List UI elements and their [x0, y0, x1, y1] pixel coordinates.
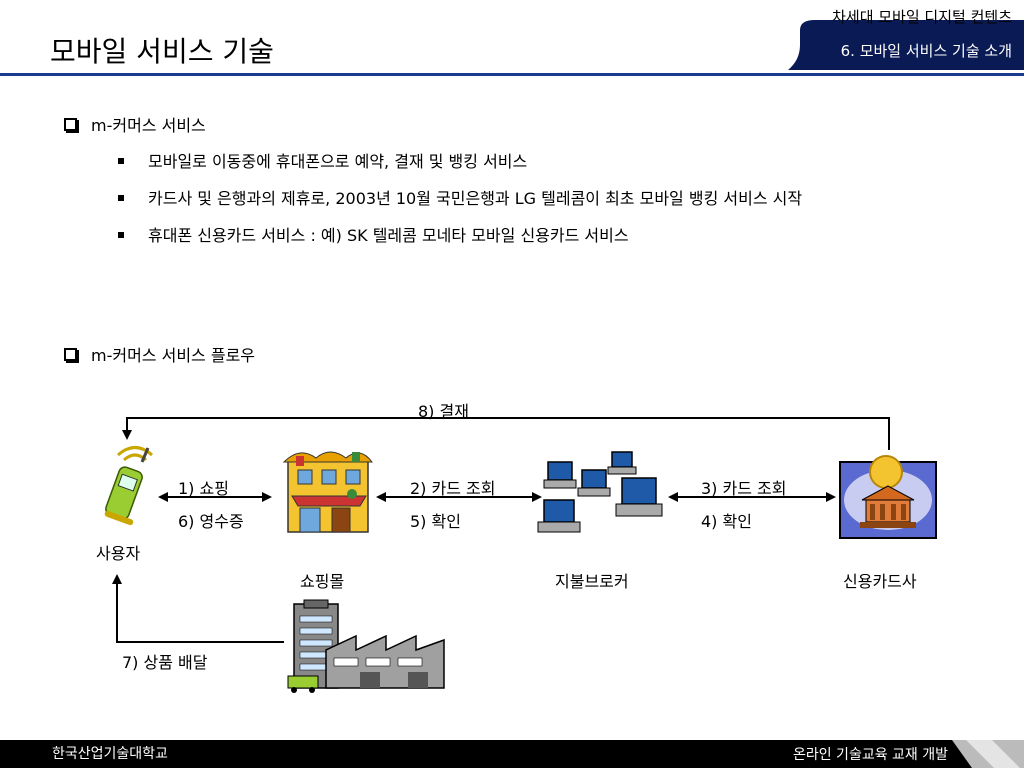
flow-arrow-payment [122, 417, 890, 450]
bank-icon [839, 455, 937, 539]
step-label-confirm-2: 5) 확인 [410, 512, 461, 531]
flow-arrow-delivery [112, 574, 284, 643]
node-label-user: 사용자 [96, 544, 141, 563]
section-heading-text: m-커머스 서비스 플로우 [91, 346, 256, 365]
section-heading-mcommerce: m-커머스 서비스 [64, 112, 206, 136]
footer-project: 온라인 기술교육 교재 개발 [792, 747, 948, 763]
factory-delivery-icon [287, 599, 445, 693]
course-name: 차세대 모바일 디지털 컨텐츠 [832, 8, 1012, 26]
slide-title: 모바일 서비스 기술 [50, 35, 274, 68]
step-label-card-inquiry-2: 3) 카드 조회 [701, 479, 787, 498]
list-item: 카드사 및 은행과의 제휴로, 2003년 10월 국민은행과 LG 텔레콤이 … [118, 185, 948, 212]
checkbox-bullet-icon [64, 347, 77, 361]
header-decoration [0, 20, 1024, 76]
shopping-mall-icon [282, 451, 374, 533]
footer-school: 한국산업기술대학교 [52, 746, 168, 762]
list-item: 모바일로 이동중에 휴대폰으로 예약, 결재 및 뱅킹 서비스 [118, 148, 948, 175]
node-label-mall: 쇼핑몰 [300, 572, 345, 591]
step-label-card-inquiry-1: 2) 카드 조회 [410, 479, 496, 498]
step-label-delivery: 7) 상품 배달 [122, 653, 208, 672]
node-label-card-company: 신용카드사 [843, 572, 917, 591]
node-label-broker: 지불브로커 [555, 572, 629, 591]
step-label-shopping: 1) 쇼핑 [178, 479, 229, 498]
step-label-payment: 8) 결재 [418, 402, 469, 421]
checkbox-bullet-icon [64, 117, 77, 131]
flow-diagram [104, 417, 937, 693]
section-heading-text: m-커머스 서비스 [91, 116, 206, 135]
step-label-confirm-1: 4) 확인 [701, 512, 752, 531]
footer-corner-decoration [952, 740, 1024, 768]
bullet-list: 모바일로 이동중에 휴대폰으로 예약, 결재 및 뱅킹 서비스 카드사 및 은행… [118, 148, 948, 259]
section-heading-flow: m-커머스 서비스 플로우 [64, 342, 255, 366]
payment-broker-computers-icon [537, 451, 663, 533]
list-item: 휴대폰 신용카드 서비스 : 예) SK 텔레콤 모네타 모바일 신용카드 서비… [118, 222, 948, 249]
mobile-phone-icon [104, 446, 153, 526]
slide-footer: 한국산업기술대학교 온라인 기술교육 교재 개발 [0, 740, 1024, 768]
step-label-receipt: 6) 영수증 [178, 512, 244, 531]
chapter-name: 6. 모바일 서비스 기술 소개 [840, 42, 1012, 60]
slide-header: 모바일 서비스 기술 차세대 모바일 디지털 컨텐츠 6. 모바일 서비스 기술… [0, 0, 1024, 78]
